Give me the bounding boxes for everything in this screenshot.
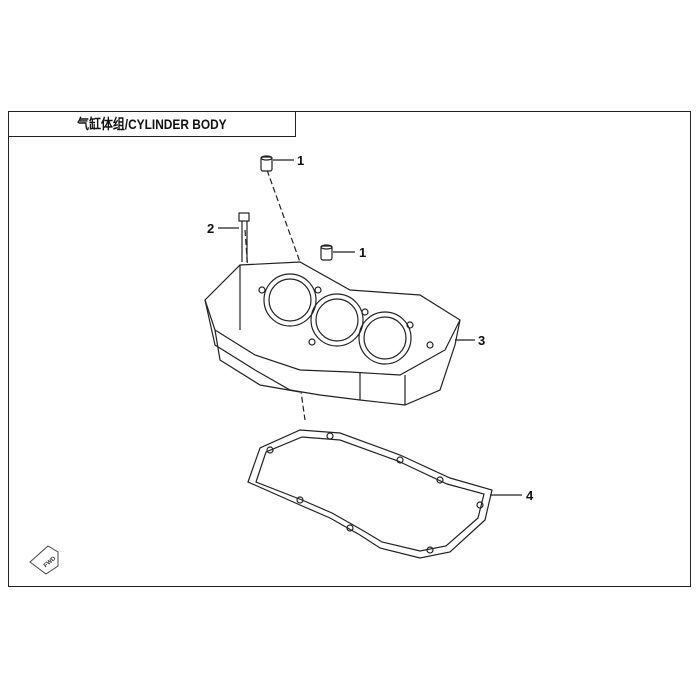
gasket-part[interactable] — [247, 429, 493, 559]
page-title: 气缸体组/CYLINDER BODY — [77, 116, 227, 132]
callout-label: 2 — [207, 221, 214, 236]
dowel-pin-part[interactable] — [320, 244, 333, 261]
forward-arrow-icon: FWD — [29, 545, 59, 575]
callout-label: 4 — [526, 488, 534, 503]
alignment-line — [266, 169, 311, 291]
cylinder-body-part[interactable] — [204, 261, 461, 406]
diagram-frame — [8, 111, 691, 587]
dowel-pin-part[interactable] — [260, 155, 273, 172]
callout-label: 3 — [478, 333, 485, 348]
title-box: 气缸体组/CYLINDER BODY — [8, 111, 296, 137]
callout-label: 1 — [297, 153, 304, 168]
callout-label: 1 — [359, 245, 366, 260]
bolt-part[interactable] — [238, 212, 250, 262]
